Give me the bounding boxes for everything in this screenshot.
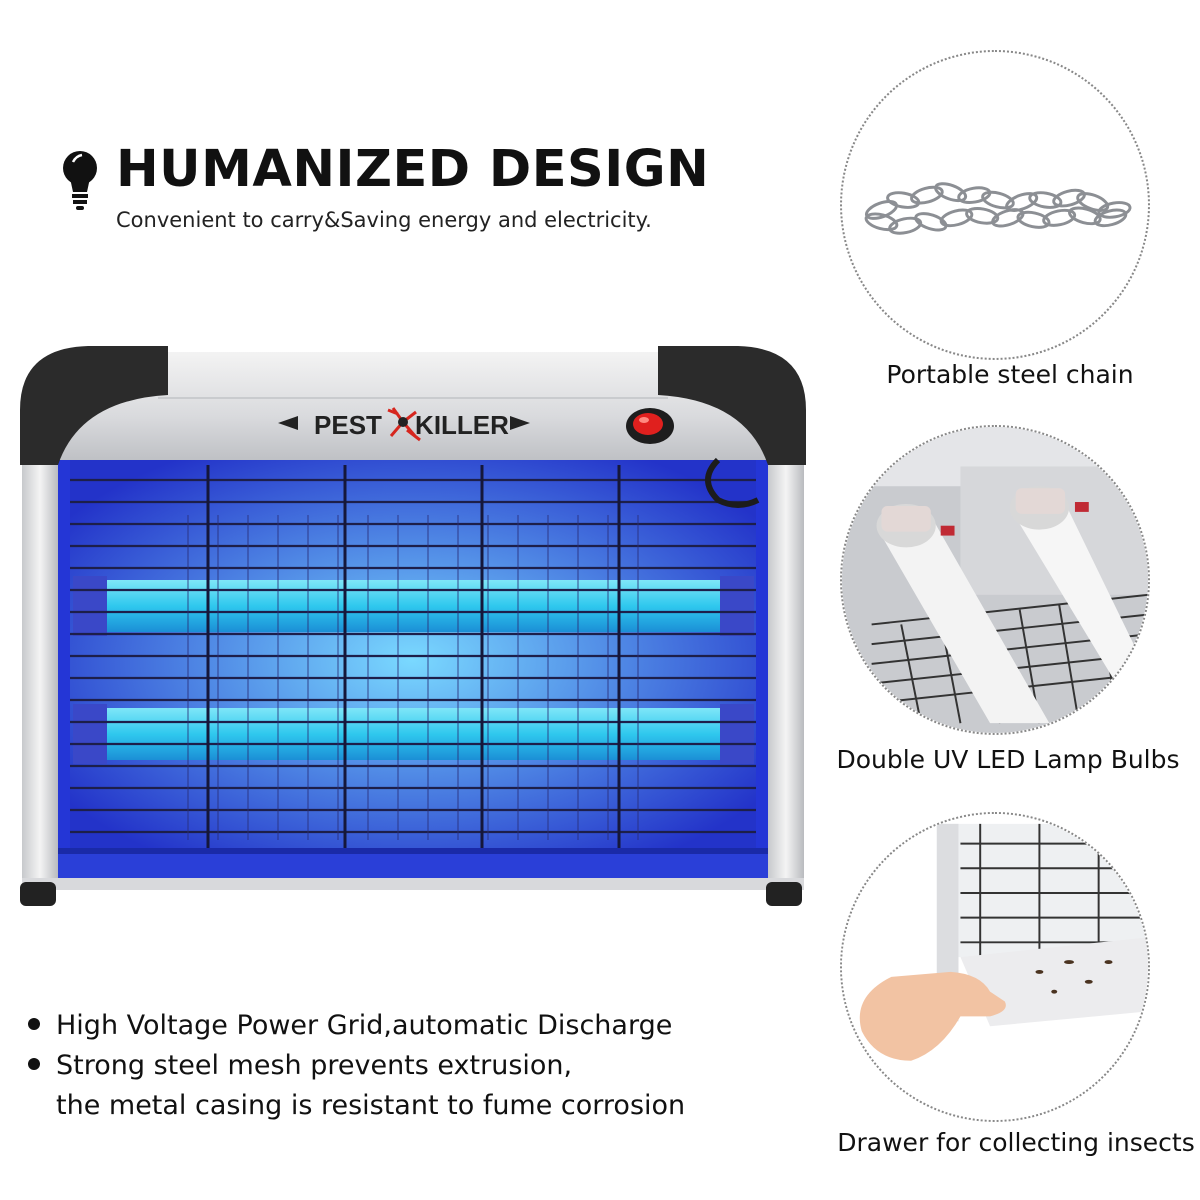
uv-bulbs-caption: Double UV LED Lamp Bulbs (836, 745, 1180, 774)
chain-caption: Portable steel chain (886, 360, 1134, 389)
drawer-feature-image (840, 812, 1150, 1122)
lightbulb-icon (58, 148, 102, 212)
bullet-item: Strong steel mesh prevents extrusion, (28, 1050, 572, 1081)
bullet-text: Strong steel mesh prevents extrusion, (56, 1050, 573, 1081)
bullet-dot-icon (28, 1057, 40, 1070)
brand-logo-icon (387, 407, 421, 442)
headline: HUMANIZED DESIGN (116, 140, 710, 199)
bullet-text: High Voltage Power Grid,automatic Discha… (56, 1010, 673, 1041)
chain-feature-image (840, 50, 1150, 360)
brand-right-text: KILLER (415, 410, 509, 440)
bullet-text-continuation: the metal casing is resistant to fume co… (56, 1090, 686, 1121)
drawer-caption: Drawer for collecting insects (837, 1128, 1195, 1157)
bullet-item: High Voltage Power Grid,automatic Discha… (28, 1010, 672, 1041)
bug-zapper-device: PEST KILLER (18, 340, 808, 915)
bullet-dot-icon (28, 1017, 40, 1030)
uv-bulbs-feature-image (840, 425, 1150, 735)
brand-left-text: PEST (314, 410, 382, 440)
subheadline: Convenient to carry&Saving energy and el… (116, 208, 652, 232)
